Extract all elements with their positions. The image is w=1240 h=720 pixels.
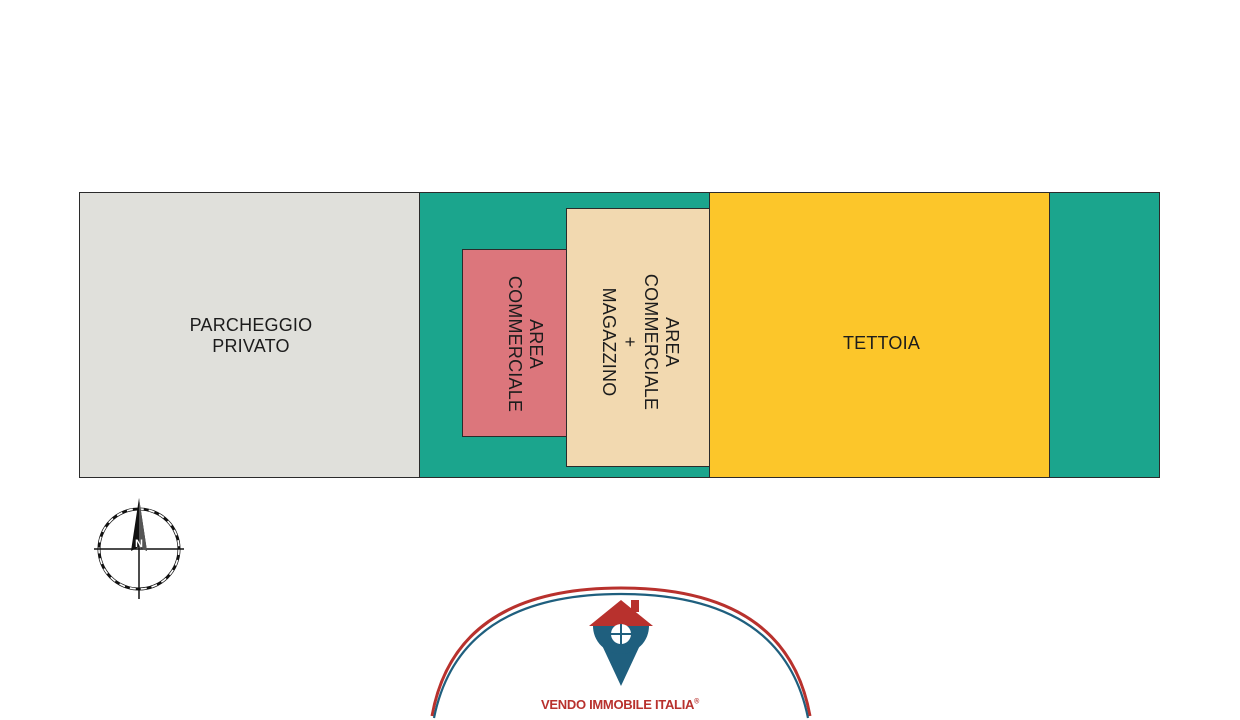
zone-label-tettoia: TETTOIA xyxy=(842,333,921,353)
brand-logo xyxy=(430,586,812,719)
zone-area-commerciale-magazzino xyxy=(566,208,711,467)
compass-north-letter: N xyxy=(135,538,143,550)
compass-icon: N xyxy=(94,498,184,599)
zone-green-right xyxy=(1049,192,1160,478)
zone-label-area-commerciale-magazzino: AREA COMMERCIALE + MAGAZZINO xyxy=(599,273,682,411)
brand-name: VENDO IMMOBILE ITALIA® xyxy=(0,697,1240,712)
zone-area-commerciale xyxy=(462,249,570,437)
floor-plan: PARCHEGGIO PRIVATO AREA COMMERCIALE AREA… xyxy=(79,192,1160,478)
zone-label-area-commerciale: AREA COMMERCIALE xyxy=(505,275,546,413)
zone-tettoia: TETTOIA xyxy=(709,192,1052,478)
brand-registered-mark: ® xyxy=(694,698,699,706)
zone-label-parcheggio: PARCHEGGIO PRIVATO xyxy=(189,315,313,356)
brand-name-text: VENDO IMMOBILE ITALIA xyxy=(541,697,695,712)
zone-parcheggio-privato: PARCHEGGIO PRIVATO xyxy=(79,192,421,478)
